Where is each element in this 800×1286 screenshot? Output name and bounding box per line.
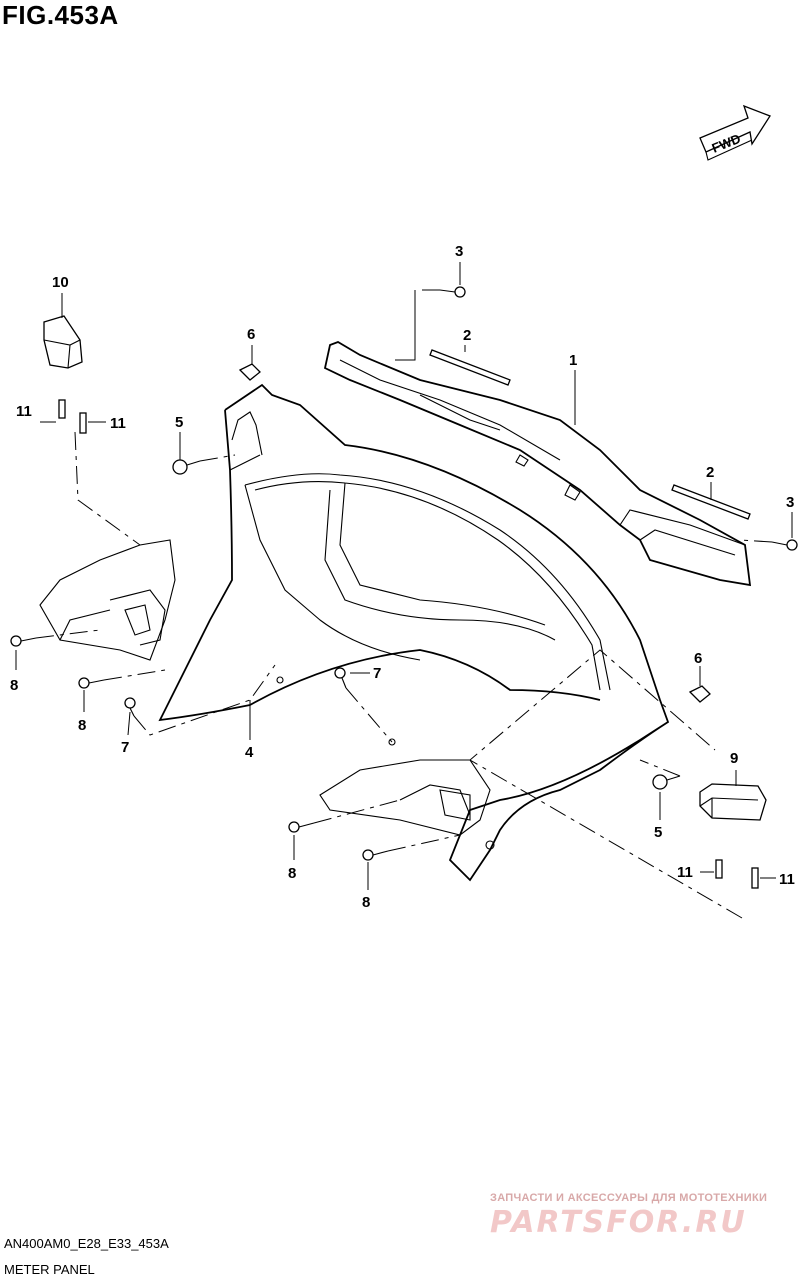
figure-title: FIG.453A bbox=[2, 0, 119, 30]
callout-9: 9 bbox=[730, 750, 738, 767]
callout-8d: 8 bbox=[362, 894, 370, 911]
spring-11b bbox=[79, 412, 87, 434]
callout-8a: 8 bbox=[10, 677, 18, 694]
callout-11d: 11 bbox=[779, 871, 795, 888]
callout-6a: 6 bbox=[247, 326, 255, 343]
callout-8c: 8 bbox=[288, 865, 296, 882]
callout-7a: 7 bbox=[373, 665, 381, 682]
cap-left bbox=[43, 315, 83, 369]
callout-5b: 5 bbox=[654, 824, 662, 841]
model-code: AN400AM0_E28_E33_453A bbox=[4, 1236, 169, 1251]
spring-11c bbox=[715, 859, 723, 879]
callout-8b: 8 bbox=[78, 717, 86, 734]
callout-11c: 11 bbox=[677, 864, 693, 881]
spring-11d bbox=[751, 867, 759, 889]
clip-7b bbox=[334, 667, 347, 689]
section-title: METER PANEL bbox=[4, 1262, 95, 1277]
clip-7a bbox=[124, 697, 136, 717]
screw-8d bbox=[362, 849, 389, 861]
leader-lines bbox=[15, 262, 793, 890]
clip-nut-6b bbox=[688, 685, 711, 703]
screw-8a bbox=[10, 635, 37, 647]
fwd-arrow-icon: FWD bbox=[699, 104, 771, 161]
callout-10: 10 bbox=[52, 274, 69, 291]
dashed-assembly-lines bbox=[35, 289, 773, 919]
watermark-logo: PARTSFOR.RU bbox=[490, 1205, 747, 1240]
screw-8b bbox=[78, 677, 105, 689]
callout-3b: 3 bbox=[786, 494, 794, 511]
callout-5a: 5 bbox=[175, 414, 183, 431]
screw-3a bbox=[439, 286, 466, 298]
spring-11a bbox=[58, 399, 66, 419]
strip-lower bbox=[671, 484, 751, 520]
screw-8c bbox=[288, 821, 315, 833]
callout-3a: 3 bbox=[455, 243, 463, 260]
watermark-tagline: ЗАПЧАСТИ И АКСЕССУАРЫ ДЛЯ МОТОТЕХНИКИ bbox=[490, 1192, 768, 1204]
callout-11a: 11 bbox=[16, 403, 32, 420]
callout-2a: 2 bbox=[463, 327, 471, 344]
callout-7b: 7 bbox=[121, 739, 129, 756]
callout-2b: 2 bbox=[706, 464, 714, 481]
screw-5a bbox=[172, 459, 201, 475]
clip-nut-6a bbox=[238, 363, 261, 381]
screw-5b bbox=[652, 774, 681, 790]
cap-right bbox=[699, 783, 767, 821]
front-panel-body bbox=[39, 383, 670, 882]
callout-6b: 6 bbox=[694, 650, 702, 667]
screw-3b bbox=[771, 539, 798, 551]
callout-11b: 11 bbox=[110, 415, 126, 432]
strip-upper bbox=[429, 349, 511, 386]
callout-1: 1 bbox=[569, 352, 577, 369]
callout-4: 4 bbox=[245, 744, 254, 761]
upper-meter-cover bbox=[323, 341, 752, 587]
